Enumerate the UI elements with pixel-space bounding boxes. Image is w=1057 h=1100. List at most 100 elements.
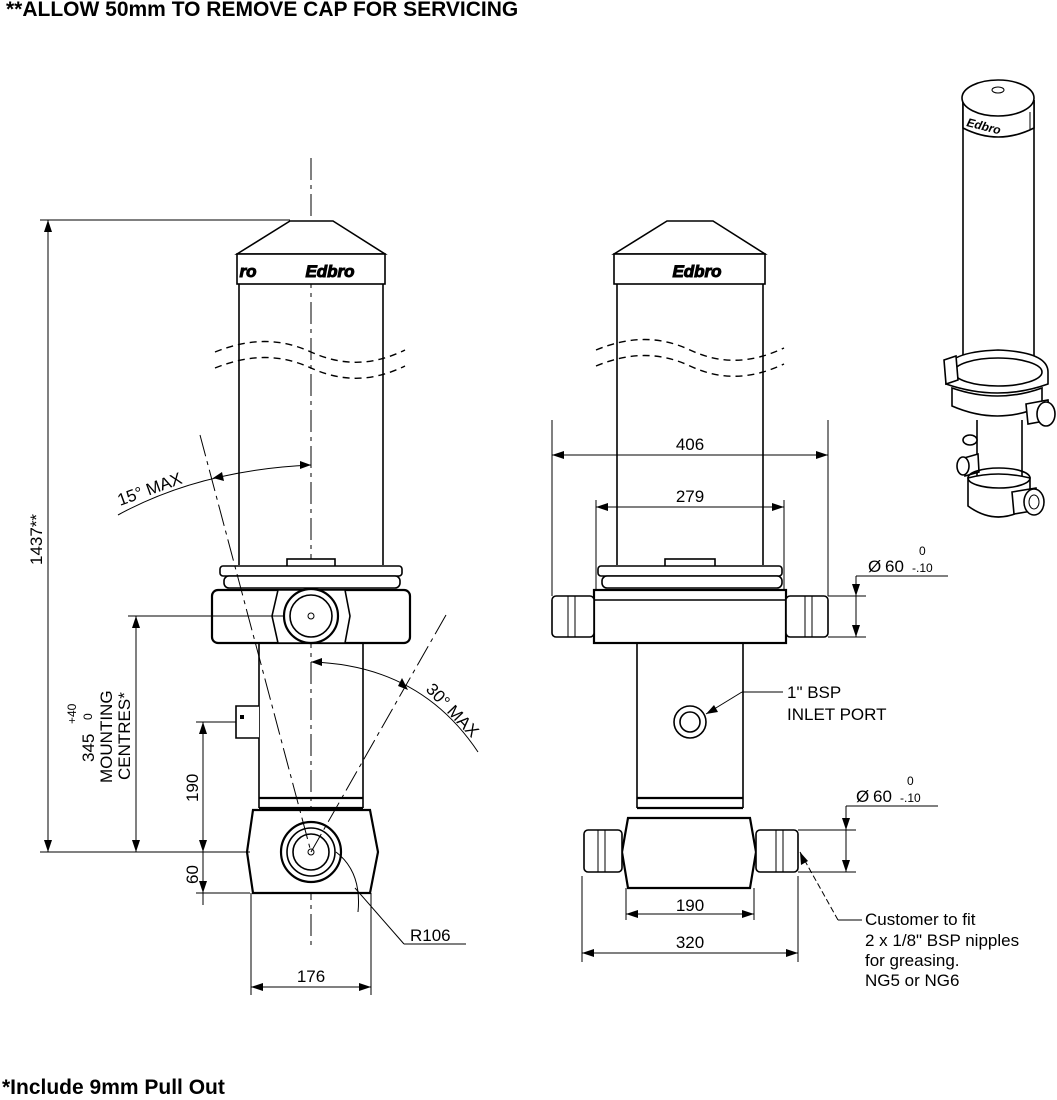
front-ring-1	[597, 565, 783, 577]
front-right-base-pin	[755, 829, 799, 873]
bottom-pin-arrow-bottom	[842, 860, 850, 872]
mounting-centres-label-1: MOUNTING	[97, 690, 116, 783]
side-trunnion-pin-outer	[282, 587, 340, 645]
overall-height-label: 1437**	[27, 514, 46, 565]
tilt-line-30deg	[310, 614, 447, 853]
inlet-port-label-2: INLET PORT	[787, 705, 887, 724]
iso-inlet-port	[962, 434, 978, 446]
iso-left-trunnion-pin	[943, 354, 959, 386]
side-base-pin-inner	[292, 833, 330, 871]
angle-arc-30	[310, 661, 479, 753]
mounting-centres-tol-lower: 0	[81, 713, 95, 720]
side-trunnion-pin-inner	[289, 594, 333, 638]
iso-cap-top	[961, 79, 1035, 117]
mounting-centres-label-2: CENTRES*	[115, 692, 134, 780]
isometric-view: Edbro	[943, 79, 1056, 518]
bottom-pin-dia-symbol: Ø	[856, 787, 869, 806]
base-width-arrow-left	[251, 983, 263, 991]
pull-out-note: *Include 9mm Pull Out	[2, 1076, 225, 1099]
angle-label-30: 30° MAX	[422, 680, 482, 742]
width-190-arrow-left	[626, 910, 638, 918]
radius-label: R106	[410, 926, 451, 945]
front-cap	[611, 220, 768, 255]
front-trunnion-block	[592, 588, 788, 645]
top-pin-arrow-bottom	[852, 625, 860, 637]
side-cap-band	[236, 253, 386, 285]
front-view: Edbro	[551, 220, 1019, 990]
iso-cap-vent	[991, 86, 1005, 94]
iso-right-base-pin-end	[1023, 488, 1045, 516]
top-pin-dia-value: 60	[885, 557, 904, 576]
mounting-centres-arrow-bottom	[132, 840, 140, 852]
angle-arc-15	[117, 464, 312, 516]
width-320-arrow-right	[786, 949, 798, 957]
front-right-trunnion-pin	[785, 595, 829, 638]
overall-height-arrow-bottom	[44, 840, 52, 852]
iso-collar-ring	[953, 357, 1043, 387]
angle-arc-30-arrow-left	[311, 658, 322, 666]
width-279-label: 279	[676, 487, 704, 506]
top-pin-dia-symbol: Ø	[868, 557, 881, 576]
bottom-pin-tol-lower: -.10	[900, 791, 921, 805]
port-height-arrow-top	[199, 722, 207, 734]
side-brand-logo-partial: ro	[240, 262, 257, 281]
front-left-trunnion-pin	[551, 595, 595, 638]
base-width-arrow-right	[359, 983, 371, 991]
front-inlet-port-outer	[673, 705, 707, 739]
front-break-line-upper	[595, 338, 785, 361]
port-height-label: 190	[183, 774, 202, 802]
iso-right-base-pin-hole	[1028, 494, 1040, 510]
front-break-line-lower	[595, 354, 785, 377]
width-406-arrow-left	[552, 451, 564, 459]
grease-label-1: Customer to fit	[865, 910, 976, 929]
width-279-arrow-left	[596, 503, 608, 511]
front-brand-logo: Edbro	[672, 262, 721, 281]
width-279-arrow-right	[772, 503, 784, 511]
port-height-arrow-bottom	[199, 840, 207, 852]
servicing-note: **ALLOW 50mm TO REMOVE CAP FOR SERVICING	[6, 0, 519, 21]
mounting-centres-value: 345	[79, 734, 98, 762]
inlet-port-arrow	[706, 705, 718, 714]
grease-label-4: NG5 or NG6	[865, 971, 959, 990]
side-brand-logo: Edbro	[305, 262, 354, 281]
base-width-label: 176	[297, 967, 325, 986]
base-height-label: 60	[183, 865, 202, 884]
front-cap-band	[613, 253, 766, 285]
top-pin-tol-lower: -.10	[912, 561, 933, 575]
grease-label-2: 2 x 1/8" BSP nipples	[865, 931, 1019, 950]
side-break-line-upper	[214, 340, 406, 363]
angle-arc-15-arrow-right	[300, 461, 311, 469]
front-left-base-pin	[583, 829, 623, 873]
width-320-label: 320	[676, 933, 704, 952]
grease-label-3: for greasing.	[865, 951, 960, 970]
width-320-arrow-left	[582, 949, 594, 957]
side-cap	[234, 220, 388, 255]
side-trunnion-centre	[307, 612, 315, 620]
bottom-pin-dia-value: 60	[873, 787, 892, 806]
angle-arc-30-arrow-right	[398, 678, 408, 690]
side-view: Edbro ro	[27, 158, 483, 995]
width-406-arrow-right	[816, 451, 828, 459]
base-height-arrow	[199, 881, 207, 893]
iso-right-trunnion-pin-end	[1036, 401, 1056, 427]
iso-left-base-pin-end	[956, 456, 970, 476]
mounting-centres-tol-upper: +40	[65, 703, 79, 724]
top-pin-arrow-top	[852, 584, 860, 596]
side-base-pin-mid	[286, 827, 336, 877]
side-ring-1	[219, 565, 403, 577]
angle-arc-15-arrow-left	[213, 472, 224, 481]
bottom-pin-tol-upper: 0	[907, 774, 914, 788]
inlet-port-label-1: 1" BSP	[787, 683, 841, 702]
width-406-label: 406	[676, 435, 704, 454]
grease-arrow	[800, 852, 808, 865]
radius-leader	[354, 887, 405, 945]
width-190-label: 190	[676, 896, 704, 915]
side-ring-2	[223, 575, 401, 589]
radius-arc	[335, 851, 360, 913]
mounting-centres-arrow-top	[132, 616, 140, 628]
front-base	[620, 816, 758, 890]
front-inlet-port-inner	[679, 711, 701, 733]
bottom-pin-arrow-top	[842, 818, 850, 830]
side-inlet-port-mark	[240, 715, 244, 719]
